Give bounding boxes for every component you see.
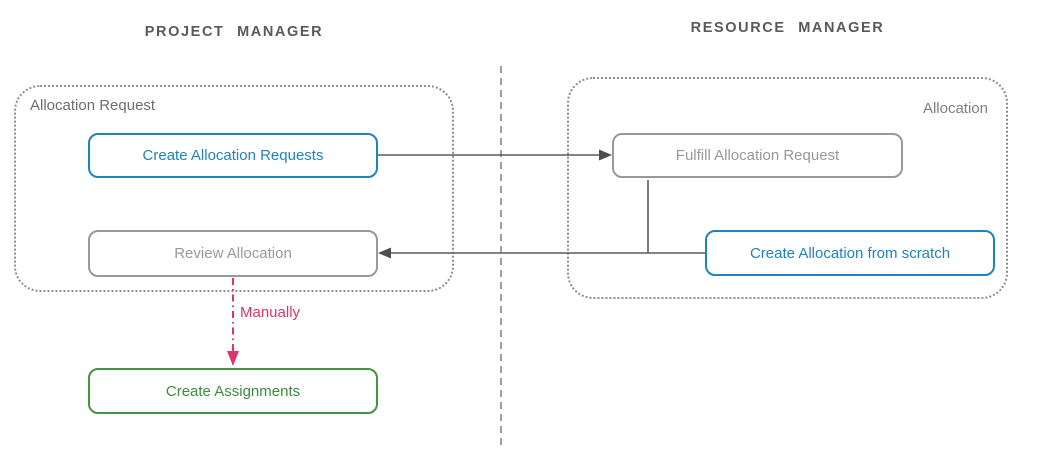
group-label-allocation-request: Allocation Request [30, 97, 156, 114]
group-allocation-request: Allocation Request [14, 85, 454, 292]
group-label-allocation: Allocation [922, 100, 988, 117]
node-fulfill-allocation-request: Fulfill Allocation Request [612, 133, 903, 178]
node-create-allocation-from-scratch: Create Allocation from scratch [705, 230, 995, 276]
node-create-allocation-requests: Create Allocation Requests [88, 133, 378, 178]
lane-title-resource-manager: RESOURCE MANAGER [690, 20, 885, 36]
edge-label-manually: Manually [240, 304, 301, 321]
node-create-assignments: Create Assignments [88, 368, 378, 414]
group-allocation: Allocation [567, 77, 1008, 299]
lane-title-project-manager: PROJECT MANAGER [144, 24, 324, 40]
arrowhead-into-assignments [227, 351, 239, 366]
node-review-allocation: Review Allocation [88, 230, 378, 277]
